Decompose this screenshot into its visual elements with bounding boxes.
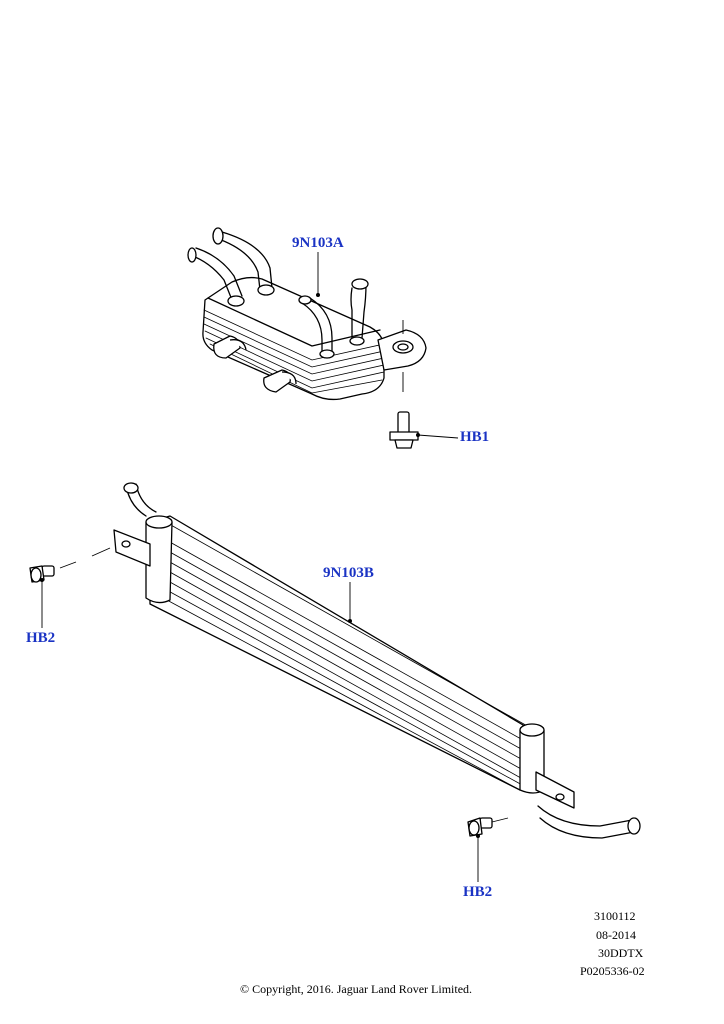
radiator-cooler-9n103b <box>59 482 641 839</box>
copyright-notice: © Copyright, 2016. Jaguar Land Rover Lim… <box>239 982 473 996</box>
reference-code: 3100112 <box>594 909 636 923</box>
callout-9n103b[interactable]: 9N103B <box>323 565 374 581</box>
reference-date: 08-2014 <box>596 928 636 942</box>
leader-lines <box>40 252 480 882</box>
reference-part-number: P0205336-02 <box>580 964 645 978</box>
callout-hb2-left[interactable]: HB2 <box>26 630 56 646</box>
callout-hb2-right[interactable]: HB2 <box>463 884 493 900</box>
callout-9n103a[interactable]: 9N103A <box>292 235 344 251</box>
reference-engine: 30DDTX <box>598 946 644 960</box>
bolt-hb1 <box>389 411 419 449</box>
oil-cooler-9n103a <box>187 227 427 401</box>
bolt-hb2-right <box>467 817 493 837</box>
callout-hb1[interactable]: HB1 <box>460 429 490 445</box>
